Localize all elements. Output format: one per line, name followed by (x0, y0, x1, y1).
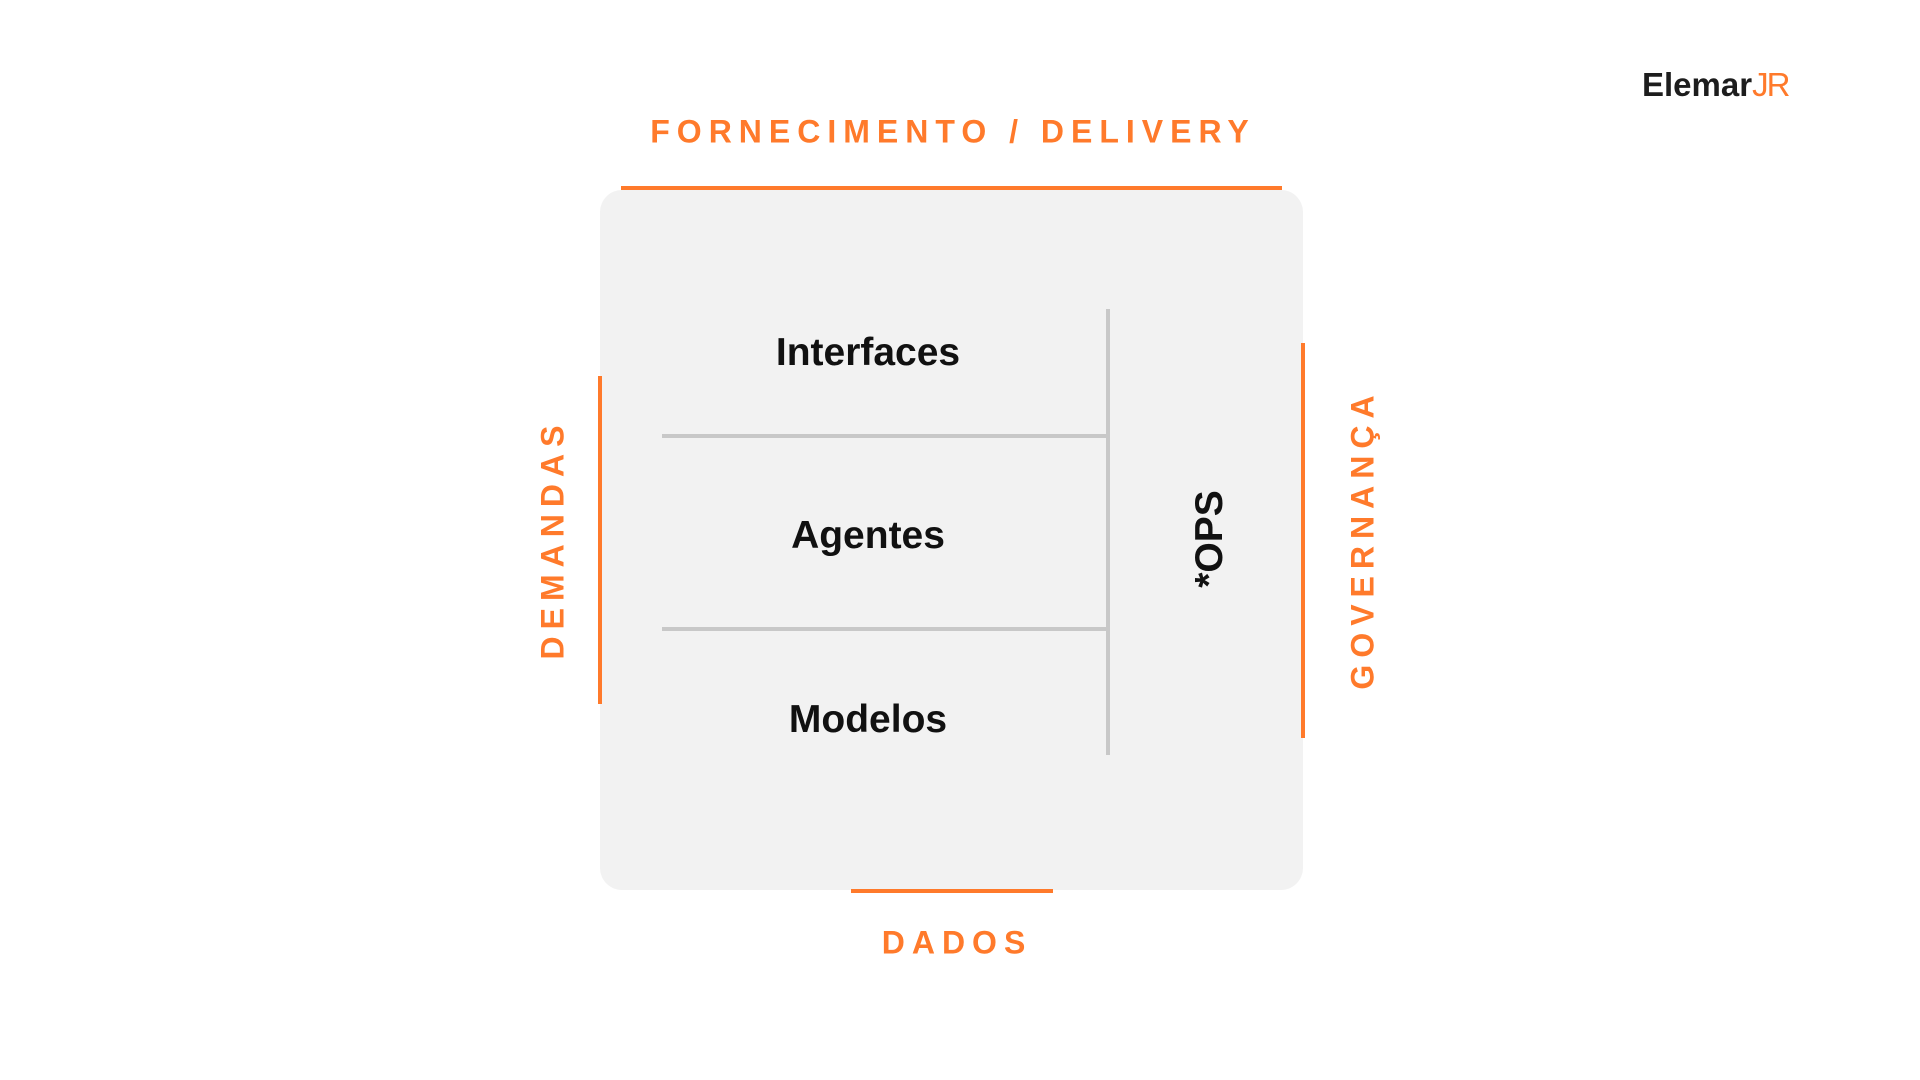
edge-line-left (598, 376, 602, 704)
edge-line-right (1301, 343, 1305, 738)
divider-horizontal-1 (662, 434, 1108, 438)
layer-interfaces: Interfaces (775, 331, 961, 374)
logo-suffix: JR (1752, 66, 1790, 103)
divider-horizontal-2 (662, 627, 1108, 631)
layer-agentes: Agentes (791, 514, 945, 557)
layer-modelos: Modelos (788, 698, 948, 741)
logo: ElemarJR (1642, 66, 1790, 104)
edge-line-bottom (851, 889, 1053, 893)
layer-ops: *OPS (1188, 490, 1231, 588)
diagram-panel (600, 190, 1303, 890)
edge-label-left: DEMANDAS (534, 418, 571, 660)
edge-line-top (621, 186, 1282, 190)
divider-vertical (1106, 309, 1110, 755)
edge-label-right: GOVERNANÇA (1344, 388, 1381, 690)
logo-name: Elemar (1642, 66, 1753, 103)
edge-label-top: FORNECIMENTO / DELIVERY (650, 113, 1256, 150)
edge-label-bottom: DADOS (881, 924, 1033, 961)
